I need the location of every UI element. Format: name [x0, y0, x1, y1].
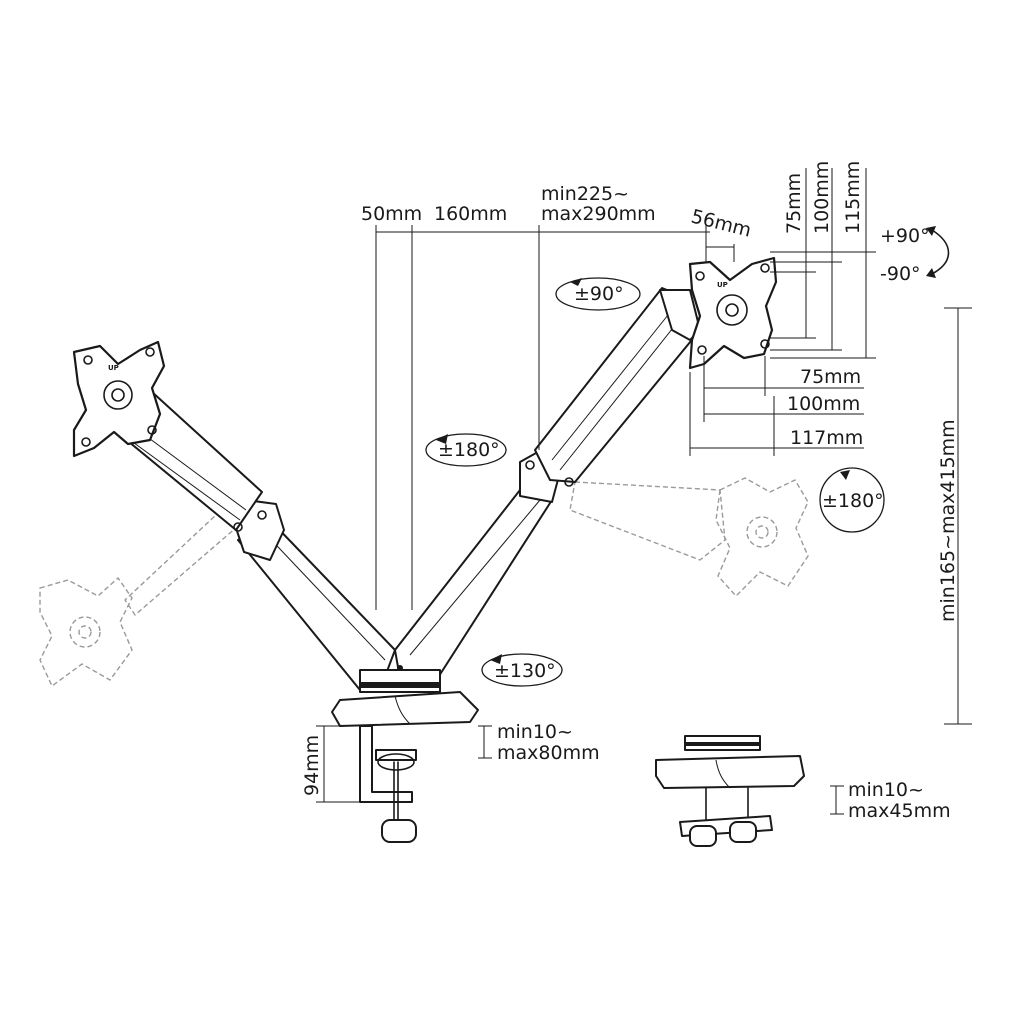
rotation-badge-forearm	[425, 433, 507, 467]
left-arm	[111, 391, 396, 691]
base-joint	[359, 665, 441, 693]
right-vesa-plate: UP	[688, 256, 778, 370]
rotation-badge-base	[481, 653, 563, 687]
clamp-height-dim	[316, 725, 362, 803]
dim-grommet-range-2: max45mm	[848, 800, 951, 822]
tilt-arc	[926, 226, 950, 278]
tilt-up-label: +90°	[880, 225, 930, 247]
left-vesa-plate: UP	[72, 340, 166, 458]
left-up-mark: UP	[108, 364, 119, 372]
vesa-horizontal-dims	[689, 356, 864, 456]
rotation-badge-plate	[555, 277, 641, 311]
dim-vesa-h75: 75mm	[800, 366, 861, 388]
dim-clamp-height: 94mm	[301, 735, 323, 796]
grommet-range-dim	[830, 785, 844, 815]
dim-56mm: 56mm	[689, 206, 754, 242]
vesa-vertical-dims	[770, 168, 876, 359]
rotation-plate-label: ±90°	[574, 283, 624, 305]
dim-50mm: 50mm	[361, 203, 422, 225]
dim-arm-length-1: min225~	[541, 183, 629, 205]
rotation-base-label: ±130°	[494, 660, 556, 682]
dim-clamp-range-1: min10~	[497, 721, 573, 743]
right-arm	[394, 287, 701, 691]
c-clamp	[359, 725, 417, 843]
dim-vesa-h100: 100mm	[787, 393, 860, 415]
dim-grommet-range-1: min10~	[848, 779, 924, 801]
clamp-base	[331, 691, 479, 727]
tilt-down-label: -90°	[880, 263, 921, 285]
dim-vesa-h117: 117mm	[790, 427, 863, 449]
top-dimensions	[375, 225, 735, 610]
dim-arm-length-2: max290mm	[541, 203, 656, 225]
dim-vesa-v75: 75mm	[783, 173, 805, 234]
dim-160mm: 160mm	[434, 203, 507, 225]
clamp-range-dim	[478, 725, 492, 759]
right-up-mark: UP	[717, 281, 728, 289]
rotation-badge-monitor	[819, 467, 885, 533]
rotation-forearm-label: ±180°	[438, 439, 500, 461]
ghost-right-position	[569, 477, 809, 597]
dim-clamp-range-2: max80mm	[497, 742, 600, 764]
dim-vesa-v100: 100mm	[811, 161, 833, 234]
grommet-mount	[655, 735, 805, 847]
dim-height-range: min165~max415mm	[937, 419, 959, 622]
ghost-left-position	[39, 499, 246, 687]
height-range-dim	[944, 307, 972, 725]
dim-vesa-v115: 115mm	[842, 161, 864, 234]
rotation-monitor-label: ±180°	[822, 490, 884, 512]
